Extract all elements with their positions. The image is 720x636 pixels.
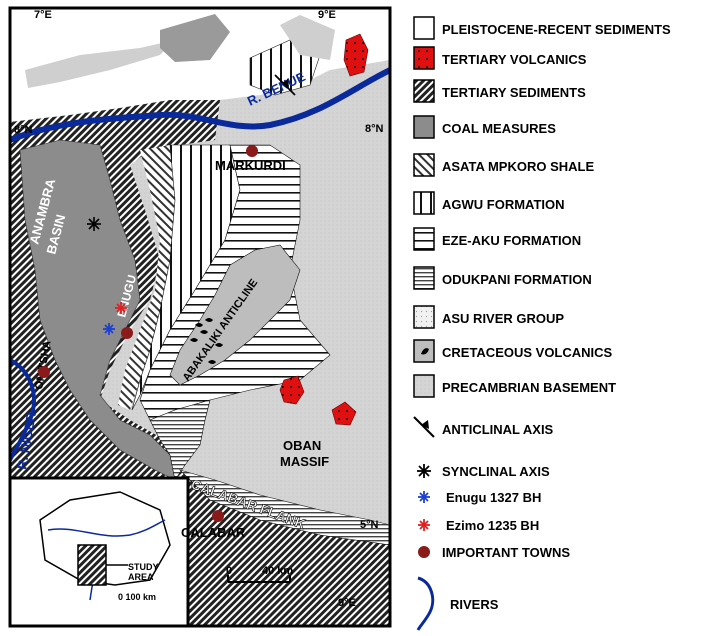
legend-label-coal-measures: COAL MEASURES	[442, 121, 556, 136]
label-5n: 5°N	[360, 519, 379, 531]
inset-study-label-2: AREA	[128, 572, 154, 582]
niger-river	[10, 358, 36, 461]
cretaceous-volcanic-blob	[195, 323, 203, 327]
map-frame	[8, 6, 392, 628]
tertiary-volcanics-oban	[279, 375, 305, 405]
asata-mpkoro-shale-area	[118, 145, 175, 410]
legend-anticline-icon	[413, 416, 435, 438]
legend-swatch-asu-river	[413, 305, 435, 329]
legend-label-enugu-bh: Enugu 1327 BH	[446, 490, 541, 505]
legend-label-rivers: RIVERS	[450, 597, 499, 612]
legend-swatch-agwu	[413, 191, 435, 215]
label-8n-right: 8°N	[365, 123, 384, 135]
legend-swatch-cretaceous-volcanics	[413, 339, 435, 363]
scale-40km: 40 km	[262, 565, 293, 577]
legend-label-agwu: AGWU FORMATION	[442, 197, 565, 212]
legend-label-eze-aku: EZE-AKU FORMATION	[442, 233, 581, 248]
legend-label-tertiary-volcanics: TERTIARY VOLCANICS	[442, 52, 587, 67]
label-calabar: CALABAR	[181, 525, 246, 540]
town-enugu-dot	[121, 327, 133, 339]
scale-bar: 0 40 km	[226, 565, 293, 583]
scale-zero: 0	[226, 565, 232, 577]
synclinal-axis-symbol	[87, 217, 101, 231]
inset-scale-label: 0 100 km	[118, 592, 156, 602]
legend-label-anticlinal: ANTICLINAL AXIS	[442, 422, 554, 437]
legend-swatch-pleistocene	[413, 16, 435, 40]
legend-swatch-odukpani	[413, 266, 435, 290]
town-onitsha-dot	[38, 366, 50, 378]
legend-swatch-tertiary-volcanics	[413, 46, 435, 70]
legend-label-ezimo-bh: Ezimo 1235 BH	[446, 518, 539, 533]
legend-synclinal-icon	[417, 464, 431, 478]
label-7e: 7°E	[34, 9, 52, 21]
cretaceous-volcanic-blob	[200, 330, 208, 334]
legend-enugu-bh-icon	[418, 491, 430, 503]
cretaceous-volcanic-blob	[205, 318, 213, 322]
legend-swatch-coal-measures	[413, 115, 435, 139]
nigeria-outline	[39, 491, 171, 586]
legend-label-precambrian: PRECAMBRIAN BASEMENT	[442, 380, 616, 395]
legend-label-synclinal: SYNCLINAL AXIS	[442, 464, 550, 479]
cretaceous-volcanic-blob	[190, 338, 198, 342]
label-massif: MASSIF	[280, 454, 329, 469]
northern-lens-area	[25, 40, 175, 88]
coal-measures-area	[19, 139, 176, 481]
legend-label-cretaceous-volcanics: CRETACEOUS VOLCANICS	[442, 345, 613, 360]
legend-label-towns: IMPORTANT TOWNS	[442, 545, 570, 560]
label-9e-top: 9°E	[318, 9, 336, 21]
tertiary-volcanics-north	[343, 33, 369, 77]
legend-river-icon	[416, 576, 435, 631]
legend-label-odukpani: ODUKPANI FORMATION	[442, 272, 592, 287]
ezimo-borehole-marker	[115, 302, 127, 314]
label-9e-bottom: 9°E	[338, 597, 356, 609]
legend-ezimo-bh-icon	[418, 519, 430, 531]
label-oban: OBAN	[283, 438, 321, 453]
benue-river	[10, 67, 390, 143]
asu-river-group-area	[169, 244, 301, 386]
inset-study-area	[77, 544, 107, 586]
legend-label-asu-river: ASU RIVER GROUP	[442, 311, 564, 326]
legend-swatch-eze-aku	[413, 227, 435, 251]
cretaceous-volcanic-blob	[215, 343, 223, 347]
legend-swatch-precambrian	[413, 374, 435, 398]
legend: PLEISTOCENE-RECENT SEDIMENTS TERTIARY VO…	[413, 16, 671, 631]
inset-map: STUDY AREA 0 100 km	[10, 476, 190, 626]
inset-study-label-1: STUDY	[128, 562, 159, 572]
town-markurdi-dot	[246, 145, 258, 157]
legend-swatch-asata	[413, 153, 435, 177]
legend-town-icon	[418, 546, 430, 558]
enugu-borehole-marker	[103, 323, 115, 335]
label-markurdi: MARKURDI	[215, 158, 286, 173]
tertiary-volcanics-east	[331, 401, 357, 426]
inset-river	[47, 519, 166, 537]
northern-dark-lens-area	[160, 14, 230, 62]
anticlinal-axis-symbol	[274, 74, 296, 96]
map-panel: STUDY AREA 0 100 km 0 40 km	[10, 8, 390, 626]
northern-gray-block	[280, 15, 335, 60]
legend-label-asata: ASATA MPKORO SHALE	[442, 159, 594, 174]
cretaceous-volcanic-blob	[208, 360, 216, 364]
legend-label-tertiary-sediments: TERTIARY SEDIMENTS	[442, 85, 586, 100]
odukpani-formation-area	[149, 399, 211, 481]
legend-label-pleistocene: PLEISTOCENE-RECENT SEDIMENTS	[442, 22, 671, 37]
legend-swatch-tertiary-sediments	[413, 79, 435, 103]
label-8n-left: 8°N	[14, 124, 33, 136]
calabar-flank-strip	[178, 469, 390, 546]
town-calabar-dot	[212, 510, 224, 522]
